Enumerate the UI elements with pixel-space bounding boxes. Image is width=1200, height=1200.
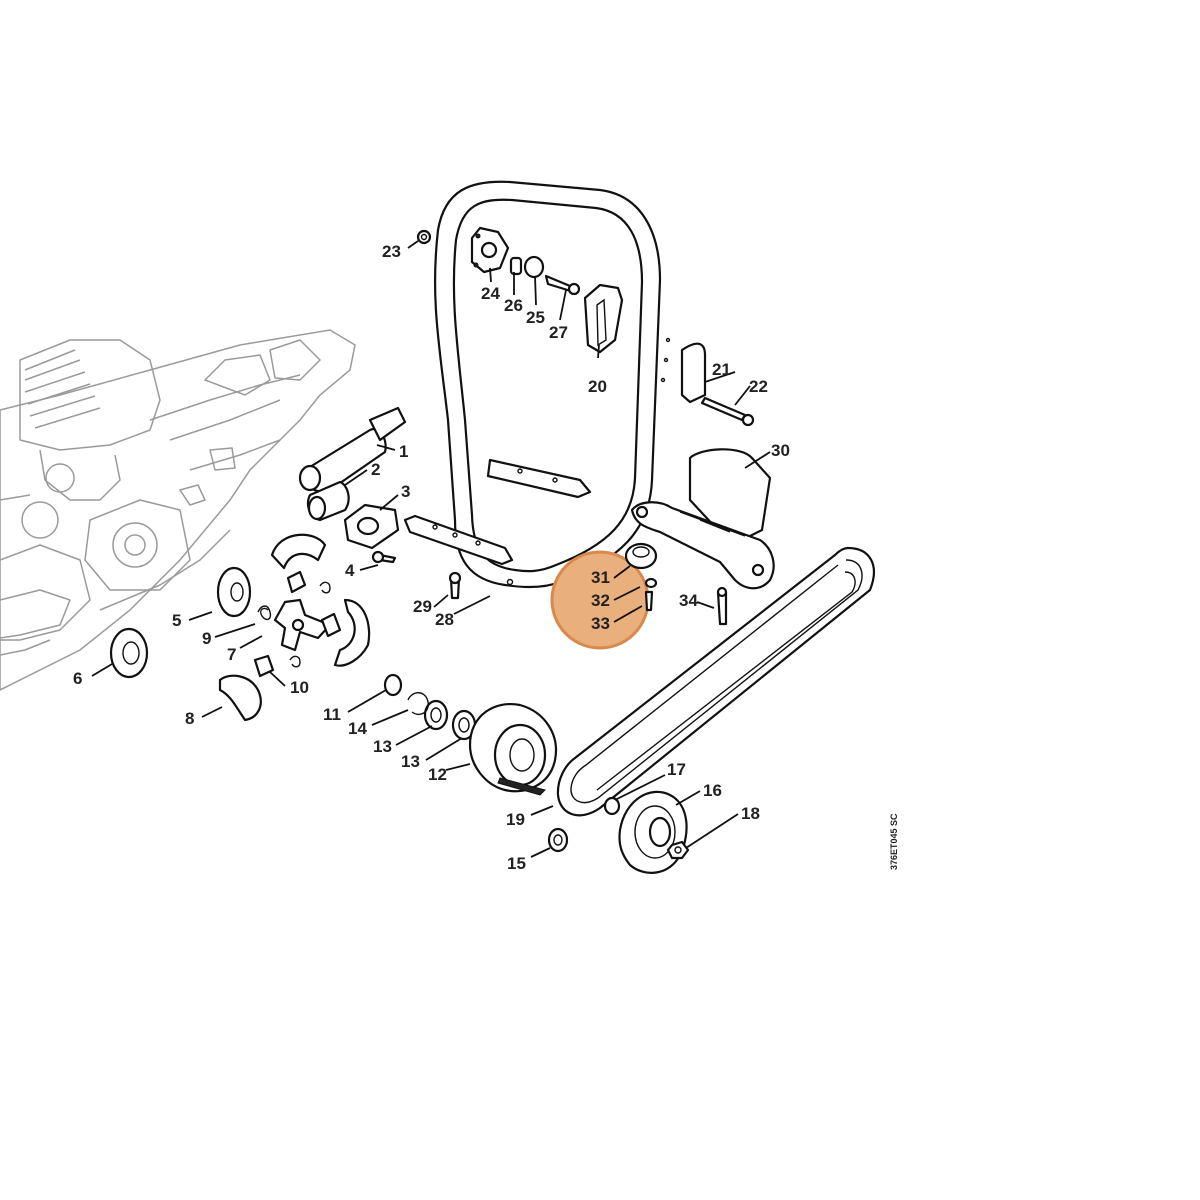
label-part-3: 3	[401, 482, 410, 501]
label-part-33: 33	[591, 614, 610, 633]
label-part-1: 1	[399, 442, 408, 461]
bushing-part-2	[306, 480, 350, 522]
label-part-20: 20	[588, 377, 607, 396]
clamp-part-21	[660, 337, 707, 404]
label-part-5: 5	[172, 611, 181, 630]
label-part-32: 32	[591, 591, 610, 610]
label-part-18: 18	[741, 804, 760, 823]
label-part-6: 6	[73, 669, 82, 688]
screw-part-4	[371, 550, 397, 564]
bolt-parts-25-27	[509, 255, 581, 296]
screw-part-29	[448, 571, 462, 600]
part-labels: 1 2 3 4 5 6 7 8 9 10 11 12 13 13 14 15 1…	[73, 242, 790, 873]
label-part-25: 25	[526, 308, 545, 327]
buffer-part-31	[624, 542, 658, 570]
label-part-13b: 13	[401, 752, 420, 771]
label-part-24: 24	[481, 284, 500, 303]
label-part-28: 28	[435, 610, 454, 629]
washer-part-32	[644, 577, 658, 589]
engine-housing-ghost	[0, 329, 356, 691]
label-part-29: 29	[413, 597, 432, 616]
label-part-10: 10	[290, 678, 309, 697]
label-part-15: 15	[507, 854, 526, 873]
clutch-drum-part-12	[468, 702, 558, 796]
label-part-21: 21	[712, 360, 731, 379]
label-part-17: 17	[667, 760, 686, 779]
label-part-2: 2	[371, 460, 380, 479]
screw-part-34	[716, 586, 728, 626]
sleeve-part-1	[298, 406, 407, 493]
bearing-part-13	[423, 699, 477, 741]
screw-part-22	[700, 396, 755, 427]
support-bracket-part-30	[630, 448, 775, 590]
label-part-11: 11	[323, 705, 341, 724]
washer-part-6	[109, 627, 149, 679]
label-part-4: 4	[345, 561, 355, 580]
nut-part-18	[666, 840, 690, 860]
screw-part-33	[644, 590, 654, 612]
spring-part-9	[257, 605, 272, 621]
ring-part-14	[407, 692, 429, 716]
washer-part-17	[603, 796, 621, 816]
label-part-9: 9	[202, 629, 211, 648]
clutch-shoe-part-8	[218, 674, 262, 722]
label-part-34: 34	[679, 591, 698, 610]
mounting-plate-part-24	[470, 226, 510, 274]
label-part-30: 30	[771, 441, 790, 460]
label-part-22: 22	[749, 377, 768, 396]
clutch-shoe-part-upper	[270, 533, 327, 570]
loop-handle-part-28	[403, 180, 662, 589]
label-part-12: 12	[428, 765, 447, 784]
label-part-13a: 13	[373, 737, 392, 756]
clutch-shoe-part-right	[333, 598, 371, 667]
washer-part-15	[547, 827, 569, 853]
label-part-27: 27	[549, 323, 568, 342]
bearing-block-part-3	[343, 503, 400, 550]
drawing-code: 376ET045 SC	[889, 813, 899, 870]
washer-part-5	[216, 566, 252, 618]
label-part-23: 23	[382, 242, 401, 261]
label-part-16: 16	[703, 781, 722, 800]
v-belt-part-19	[556, 546, 875, 817]
label-part-7: 7	[227, 645, 236, 664]
circlip-part-11	[383, 673, 403, 697]
spring-part-10	[253, 581, 331, 678]
nut-part-23	[416, 229, 432, 245]
clutch-carrier-part-7	[273, 570, 342, 652]
leader-lines	[91, 240, 771, 858]
label-part-26: 26	[504, 296, 523, 315]
label-part-8: 8	[185, 709, 194, 728]
label-part-14: 14	[348, 719, 367, 738]
label-part-31: 31	[591, 568, 610, 587]
grip-part-20	[583, 283, 624, 354]
label-part-19: 19	[506, 810, 525, 829]
